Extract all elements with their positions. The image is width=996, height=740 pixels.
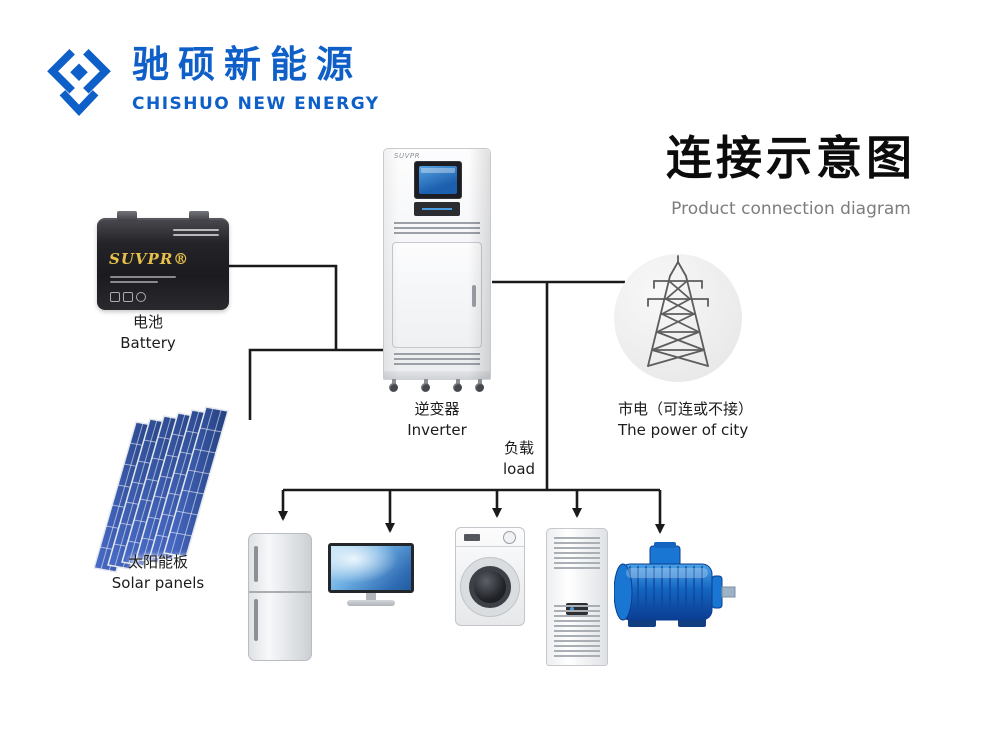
caster-wheel-icon: [475, 379, 485, 394]
caster-wheel-icon: [389, 379, 399, 394]
battery-symbol-icon: [123, 292, 133, 302]
company-logo: 驰硕新能源 CHISHUO NEW ENERGY: [40, 43, 380, 122]
battery-label-line: [110, 281, 158, 283]
monitor-base: [347, 600, 395, 606]
inverter-base: [384, 371, 490, 380]
inverter-door-handle: [472, 285, 476, 307]
solar-panels-label-en: Solar panels: [111, 574, 205, 592]
city-power-label: 市电（可连或不接） The power of city: [618, 399, 753, 441]
refrigerator-handle: [254, 598, 258, 641]
city-power-label-cn: 市电（可连或不接）: [618, 400, 754, 418]
electric-motor-illustration: [614, 542, 736, 627]
battery-illustration: SUVPR®: [97, 211, 229, 310]
battery-label: 电池 Battery: [96, 312, 200, 354]
battery-label-line: [110, 276, 176, 278]
inverter-label-cn: 逆变器: [414, 400, 460, 418]
washing-machine-illustration: [455, 527, 525, 626]
battery-terminal-icon: [117, 211, 137, 221]
battery-label-line: [173, 234, 219, 236]
page-title: 连接示意图: [666, 131, 916, 185]
logo-text: 驰硕新能源 CHISHUO NEW ENERGY: [132, 43, 380, 114]
company-name-cn: 驰硕新能源: [132, 43, 362, 86]
monitor-stand: [366, 593, 376, 600]
washer-door: [460, 557, 520, 617]
company-name-en: CHISHUO NEW ENERGY: [132, 93, 380, 114]
load-label: 负载 load: [494, 438, 544, 480]
battery-symbol-icon: [110, 292, 120, 302]
battery-terminal-icon: [189, 211, 209, 221]
load-label-en: load: [502, 460, 536, 478]
refrigerator-handle: [254, 546, 258, 582]
city-power-illustration: [614, 254, 742, 382]
washer-display: [464, 534, 480, 541]
battery-to-inverter-line: [229, 264, 338, 349]
page-subtitle: Product connection diagram: [671, 199, 911, 219]
inverter-vent: [394, 353, 480, 367]
battery-label-cn: 电池: [132, 313, 163, 331]
solar-to-inverter-line: [248, 348, 383, 420]
air-conditioner-illustration: [546, 528, 608, 666]
caster-wheel-icon: [421, 379, 431, 394]
washer-control-panel: [456, 528, 524, 547]
solar-panels-label-cn: 太阳能板: [127, 553, 188, 571]
ac-top-vent: [554, 537, 600, 569]
monitor-screen: [328, 543, 414, 593]
inverter-control-panel: [414, 202, 460, 216]
inverter-label-en: Inverter: [407, 421, 467, 439]
solar-panels-label: 太阳能板 Solar panels: [88, 552, 228, 594]
inverter-brand: SUVPR: [394, 152, 420, 160]
inverter-label: 逆变器 Inverter: [379, 399, 495, 441]
inverter-illustration: SUVPR: [383, 148, 491, 396]
inverter-screen: [414, 161, 462, 199]
inverter-screen-display: [419, 166, 457, 194]
inverter-cabinet: SUVPR: [383, 148, 491, 380]
inverter-vent: [394, 222, 480, 236]
city-power-label-en: The power of city: [618, 421, 749, 439]
transmission-tower-icon: [647, 255, 709, 367]
ac-bottom-vent: [554, 605, 600, 657]
refrigerator-door-divider: [249, 590, 311, 593]
battery-symbol-icon: [136, 292, 146, 302]
washer-door-glass: [469, 566, 511, 608]
caster-wheel-icon: [453, 379, 463, 394]
inverter-door: [392, 242, 482, 348]
battery-brand: SUVPR®: [109, 250, 190, 268]
load-label-cn: 负载: [503, 439, 534, 457]
page-heading: 连接示意图 Product connection diagram: [645, 122, 937, 219]
battery-label-line: [173, 229, 219, 231]
refrigerator-illustration: [248, 533, 312, 661]
battery-label-en: Battery: [120, 334, 176, 352]
washer-knob-icon: [503, 531, 516, 544]
computer-monitor-illustration: [328, 543, 414, 609]
logo-icon: [47, 49, 111, 116]
